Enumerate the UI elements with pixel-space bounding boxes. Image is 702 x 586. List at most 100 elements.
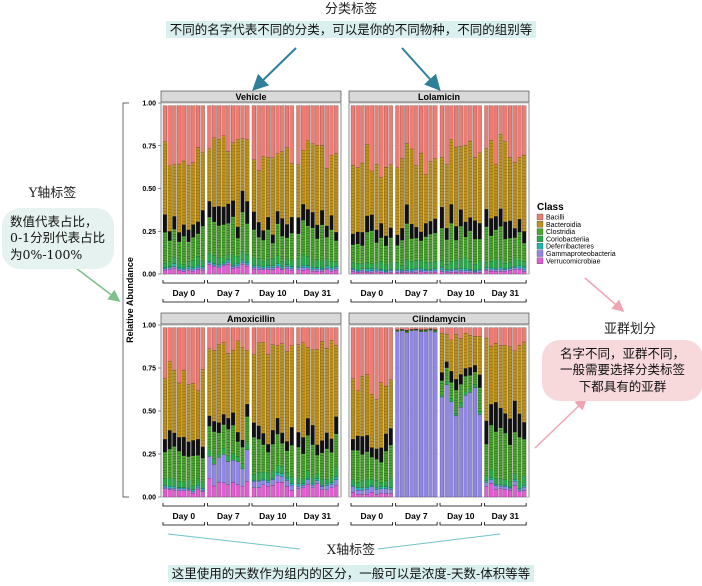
bar-segment-gammaproteobacteria xyxy=(383,271,389,273)
bar-segment-verrucomicrobiae xyxy=(172,489,177,498)
bar-segment-gammaproteobacteria xyxy=(400,330,405,498)
bar-segment-coriobacteriia xyxy=(423,262,428,270)
bar-segment-bacilli xyxy=(439,327,444,334)
bar-segment-black xyxy=(221,206,226,225)
bar-segment-bacteroidia xyxy=(186,164,191,230)
bar-segment-deferribacteres xyxy=(484,480,489,483)
group-bracket-lower xyxy=(439,299,483,303)
bar-segment-deferribacteres xyxy=(517,265,522,269)
bar-segment-coriobacteriia xyxy=(439,260,444,268)
bar-segment-deferribacteres xyxy=(493,268,498,270)
bar-segment-black xyxy=(177,437,182,452)
group-bracket xyxy=(350,280,394,284)
bar-segment-bacteroidia xyxy=(301,342,306,438)
bar-segment-black xyxy=(512,228,517,238)
bar-segment-coriobacteriia xyxy=(493,259,498,269)
x-group-label: Day 7 xyxy=(217,511,240,521)
bar-segment-coriobacteriia xyxy=(245,254,250,263)
bar-segment-bacilli xyxy=(280,327,285,344)
bar-segment-verrucomicrobiae xyxy=(296,488,301,498)
bar-segment-verrucomicrobiae xyxy=(493,271,498,275)
bar-segment-black xyxy=(477,374,482,388)
bar-segment-bacteroidia xyxy=(301,150,306,205)
bar-segment-deferribacteres xyxy=(423,269,428,271)
bar-segment-black xyxy=(310,212,315,229)
bar-segment-deferribacteres xyxy=(449,269,454,271)
bar-segment-gammaproteobacteria xyxy=(231,460,236,483)
bar-segment-gammaproteobacteria xyxy=(320,269,325,272)
bar-segment-coriobacteriia xyxy=(221,447,226,455)
bar-segment-clostridia xyxy=(251,229,256,258)
bar-segment-gammaproteobacteria xyxy=(195,487,201,490)
bar-segment-gammaproteobacteria xyxy=(172,488,177,491)
x-group-label: Day 0 xyxy=(172,288,195,298)
bar-segment-verrucomicrobiae xyxy=(360,271,365,275)
bar-segment-black xyxy=(296,217,301,234)
bar-segment-gammaproteobacteria xyxy=(315,268,320,272)
bar-segment-bacilli xyxy=(484,105,489,149)
bar-segment-clostridia xyxy=(195,455,201,479)
bar-segment-black xyxy=(245,201,250,224)
bar-segment-coriobacteriia xyxy=(369,263,374,269)
bar-segment-bacilli xyxy=(256,105,261,171)
bar-segment-verrucomicrobiae xyxy=(334,270,339,275)
bar-segment-bacilli xyxy=(365,327,370,375)
bar-segment-deferribacteres xyxy=(374,268,379,271)
bar-segment-black xyxy=(423,329,428,331)
bar-segment-coriobacteriia xyxy=(310,261,315,268)
bar-segment-black xyxy=(498,208,503,227)
bar-segment-coriobacteriia xyxy=(266,472,271,481)
bar-segment-bacilli xyxy=(512,105,517,163)
bar-segment-verrucomicrobiae xyxy=(454,271,459,275)
bar-segment-coriobacteriia xyxy=(498,478,503,486)
bar-segment-verrucomicrobiae xyxy=(284,486,290,498)
bar-segment-black xyxy=(439,206,444,229)
bar-segment-coriobacteriia xyxy=(400,265,405,271)
bar-segment-gammaproteobacteria xyxy=(329,484,334,488)
bar-segment-gammaproteobacteria xyxy=(369,270,374,273)
bar-segment-gammaproteobacteria xyxy=(195,267,201,270)
bar-segment-black xyxy=(310,425,315,445)
bar-segment-gammaproteobacteria xyxy=(355,271,360,273)
bar-segment-deferribacteres xyxy=(489,267,494,270)
bar-segment-black xyxy=(162,214,167,233)
bar-segment-coriobacteriia xyxy=(261,471,266,480)
bar-segment-bacilli xyxy=(251,327,256,355)
bar-segment-verrucomicrobiae xyxy=(186,490,191,498)
bar-segment-bacilli xyxy=(444,105,449,165)
bar-segment-deferribacteres xyxy=(365,487,370,490)
bar-segment-gammaproteobacteria xyxy=(226,461,231,485)
bar-segment-verrucomicrobiae xyxy=(226,484,231,498)
bar-segment-coriobacteriia xyxy=(369,478,374,486)
bar-segment-deferribacteres xyxy=(167,266,172,269)
bar-segment-clostridia xyxy=(383,245,389,265)
bar-segment-bacteroidia xyxy=(334,345,339,417)
bar-segment-bacilli xyxy=(404,327,409,331)
bar-segment-deferribacteres xyxy=(289,483,294,486)
bar-segment-verrucomicrobiae xyxy=(489,483,494,498)
bar-segment-gammaproteobacteria xyxy=(444,271,449,273)
bar-segment-verrucomicrobiae xyxy=(484,486,489,498)
bar-segment-verrucomicrobiae xyxy=(266,486,271,498)
bar-segment-gammaproteobacteria xyxy=(493,485,498,490)
bar-segment-bacilli xyxy=(172,105,177,165)
bar-segment-verrucomicrobiae xyxy=(400,272,405,275)
bar-segment-verrucomicrobiae xyxy=(216,267,221,275)
bar-segment-verrucomicrobiae xyxy=(355,494,360,498)
bar-segment-bacteroidia xyxy=(212,137,217,208)
bar-segment-bacteroidia xyxy=(270,157,275,235)
bar-segment-coriobacteriia xyxy=(212,254,217,264)
bar-segment-gammaproteobacteria xyxy=(186,268,191,271)
bar-segment-coriobacteriia xyxy=(186,261,191,267)
bar-segment-black xyxy=(216,422,221,434)
bar-segment-clostridia xyxy=(365,451,370,480)
bar-segment-gammaproteobacteria xyxy=(275,265,280,268)
bar-segment-bacilli xyxy=(289,105,294,164)
bar-segment-clostridia xyxy=(207,426,212,450)
bar-segment-verrucomicrobiae xyxy=(195,488,201,498)
bar-segment-verrucomicrobiae xyxy=(383,493,389,498)
bar-segment-clostridia xyxy=(270,444,275,471)
bar-segment-deferribacteres xyxy=(162,485,167,488)
bar-segment-gammaproteobacteria xyxy=(284,266,290,269)
